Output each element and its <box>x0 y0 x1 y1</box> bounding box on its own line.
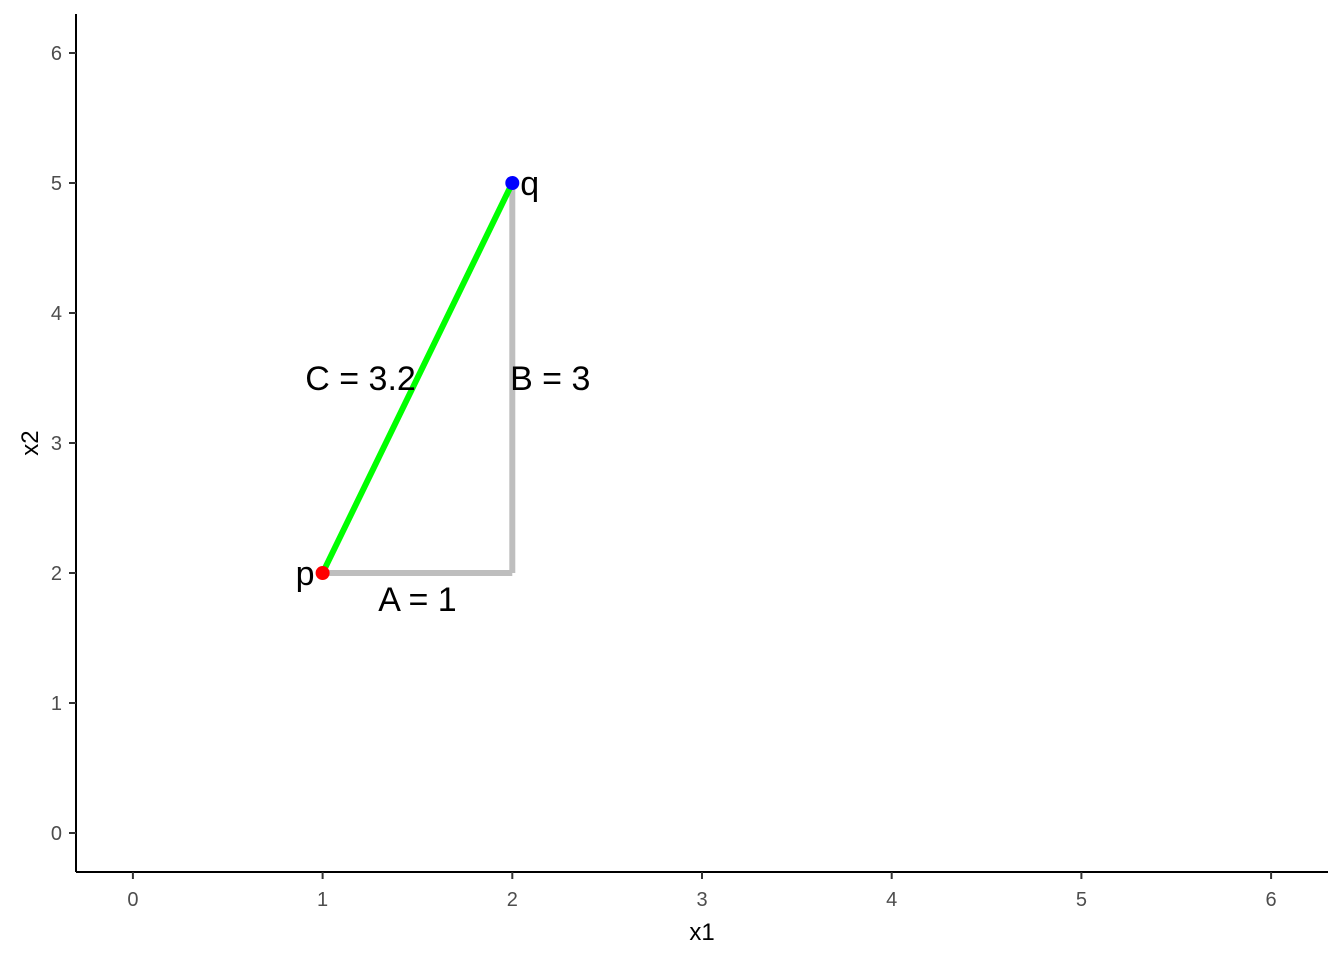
y-axis-title: x2 <box>17 430 44 455</box>
points: pq <box>296 165 540 593</box>
y-tick-label: 4 <box>51 303 62 325</box>
x-tick-label: 5 <box>1076 889 1087 911</box>
annotation-label: A = 1 <box>378 581 456 619</box>
point-q <box>505 176 520 190</box>
x-tick-label: 3 <box>696 889 707 911</box>
x-ticks: 0 1 2 3 4 5 6 <box>127 872 1277 911</box>
x-tick-label: 1 <box>317 889 328 911</box>
point-p <box>315 566 330 580</box>
x-tick-label: 6 <box>1266 889 1277 911</box>
annotation-label: C = 3.2 <box>305 360 416 398</box>
x-axis-title: x1 <box>689 919 714 946</box>
point-label-q: q <box>520 165 539 203</box>
y-tick-label: 1 <box>51 693 62 715</box>
y-tick-label: 5 <box>51 173 62 195</box>
annotation-label: B = 3 <box>510 360 590 398</box>
x-tick-label: 2 <box>507 889 518 911</box>
point-label-p: p <box>296 555 315 593</box>
y-ticks: 0 1 2 3 4 5 6 <box>51 43 76 845</box>
x-tick-label: 0 <box>127 889 138 911</box>
y-tick-label: 6 <box>51 43 62 65</box>
segment-c <box>319 181 516 575</box>
x-tick-label: 4 <box>886 889 897 911</box>
annotations: A = 1 B = 3 C = 3.2 <box>305 360 590 619</box>
axes <box>75 14 1328 873</box>
segments <box>319 181 516 576</box>
y-tick-label: 3 <box>51 433 62 455</box>
y-tick-label: 0 <box>51 823 62 845</box>
y-tick-label: 2 <box>51 563 62 585</box>
